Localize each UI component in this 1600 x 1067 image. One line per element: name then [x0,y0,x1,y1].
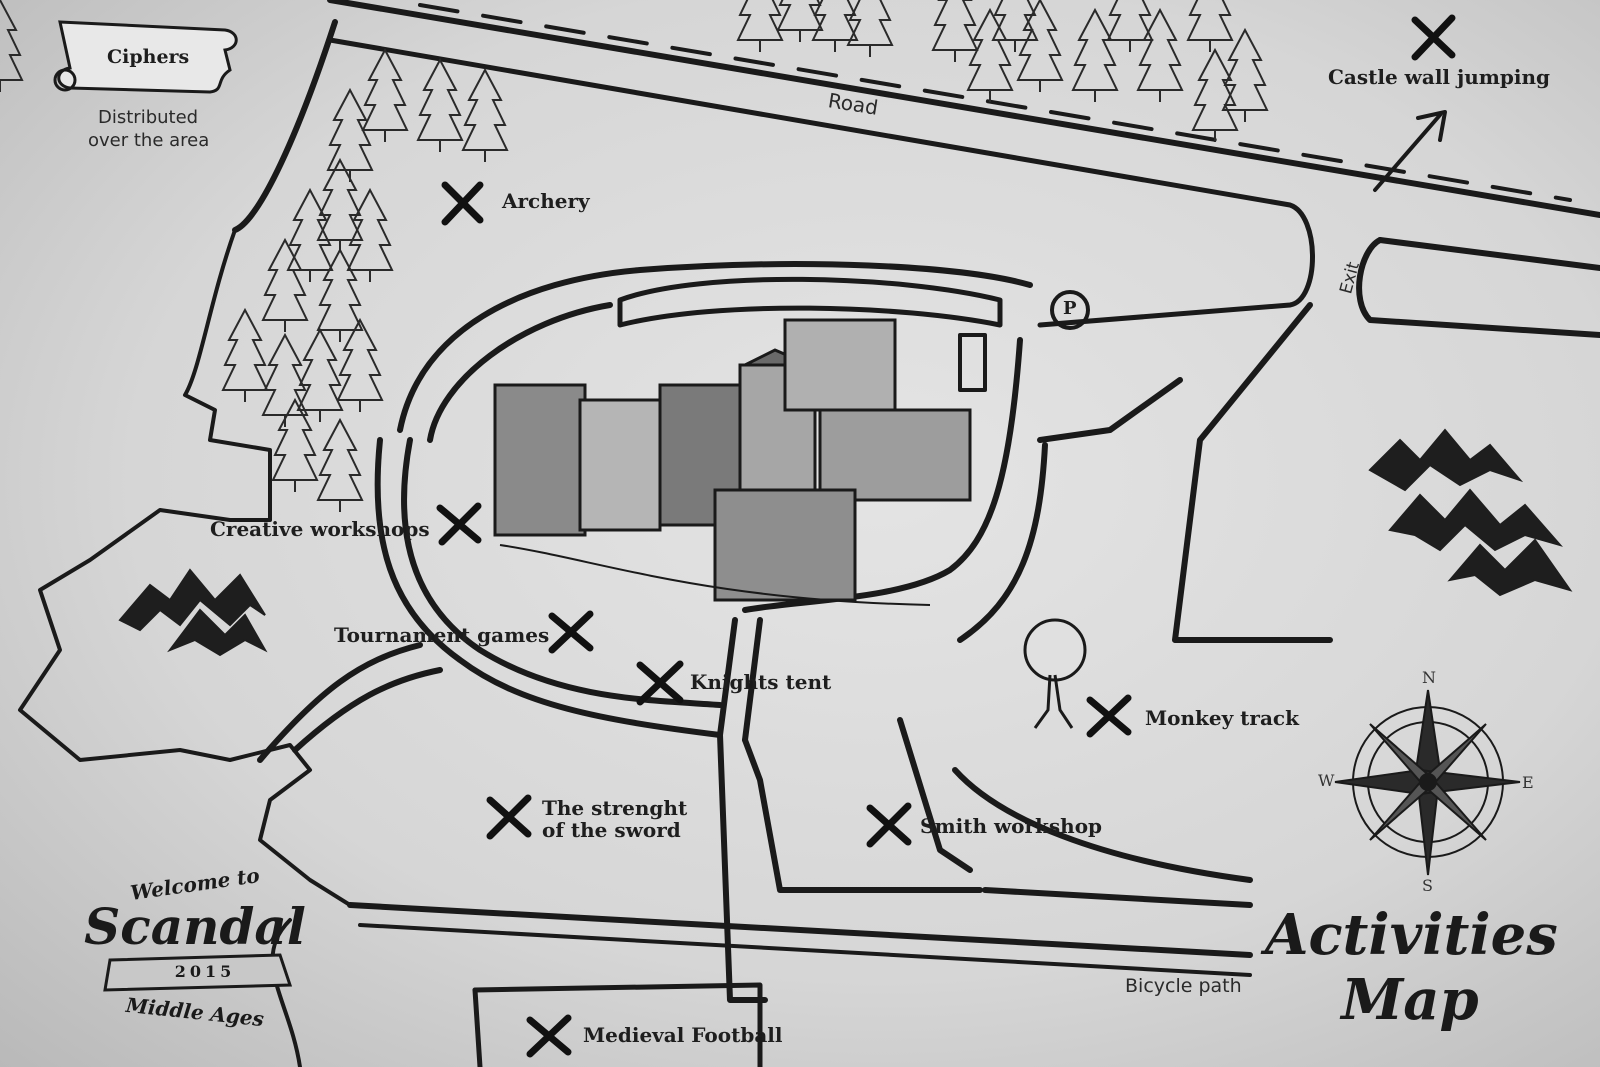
parking-label: P [1063,298,1077,319]
south-road [952,767,1253,883]
x-marker-creative [436,502,482,546]
forest-trees [0,0,1268,513]
main-road-edge [327,0,1600,218]
x-marker-smith [866,802,912,848]
football-field [472,982,763,1067]
south-road [742,737,983,893]
castle-ring-road [742,337,1023,613]
parking-circle [1050,290,1090,330]
map-title-line2: Map [1341,967,1479,1033]
exit-road [1172,302,1333,643]
south-road [982,887,1253,908]
west-road [401,437,723,708]
compass-east: E [1522,773,1534,792]
welcome-brand: Scandal [84,897,306,956]
mountains-west [118,568,268,657]
exit-arrow [1373,113,1442,192]
bicycle-path [347,902,1253,958]
ciphers-caption-line2: over the area [88,130,210,151]
compass-south: S [1422,876,1433,895]
oak-tree [1023,618,1087,729]
castle-ring-road [397,261,1033,433]
ciphers-caption-line1: Distributed [98,107,199,128]
castle-illustration [493,318,972,606]
castle-ring-road [957,442,1048,643]
road-centerline [418,3,1572,202]
label-smith-workshop: Smith workshop [920,814,1103,838]
south-road [717,617,738,738]
x-marker-tournament [548,610,594,654]
ciphers-scroll [53,20,238,94]
castle-ring-road [427,302,613,443]
castle-ring-road [617,276,1003,328]
main-road-edge [1377,237,1600,271]
x-marker-sword [486,794,532,840]
label-monkey-track: Monkey track [1145,706,1299,730]
x-marker-football [526,1014,572,1058]
label-sword-line1: The strenght [542,796,688,820]
label-sword-line2: of the sword [542,818,681,842]
label-archery: Archery [502,189,590,213]
x-marker-monkey [1086,694,1132,738]
label-creative-workshops: Creative workshops [210,517,430,541]
exit-arrow-head [1416,110,1447,142]
south-road [717,732,768,1003]
compass-north: N [1422,668,1436,687]
compass-rose [1334,689,1521,876]
x-marker-castle-wall [1411,14,1456,61]
label-tournament-games: Tournament games [334,623,550,647]
map-title-line1: Activities [1265,902,1558,968]
main-road-edge [327,37,1315,328]
main-road-edge [232,19,338,233]
x-marker-archery [441,181,484,226]
x-marker-knights [636,660,684,706]
welcome-emblem [103,953,293,992]
exit-road [1037,377,1183,443]
west-road [374,437,723,738]
main-road-edge [1356,237,1600,338]
coastline [18,228,352,907]
football-field [472,987,483,1067]
label-knights-tent: Knights tent [690,670,832,694]
label-castle-wall-jumping: Castle wall jumping [1328,65,1551,89]
ciphers-label: Ciphers [107,46,190,68]
parking-stall [958,333,987,392]
label-medieval-football: Medieval Football [583,1023,783,1047]
west-road [292,667,443,753]
south-road [897,717,973,873]
welcome-year: 2015 [174,962,236,981]
west-road [257,642,423,763]
south-road [742,617,763,743]
mountains-east [1368,428,1573,597]
bicycle-path [358,923,1252,977]
bicycle-path-label: Bicycle path [1125,975,1242,997]
compass-west: W [1318,771,1335,790]
activity-markers [436,14,1456,1058]
